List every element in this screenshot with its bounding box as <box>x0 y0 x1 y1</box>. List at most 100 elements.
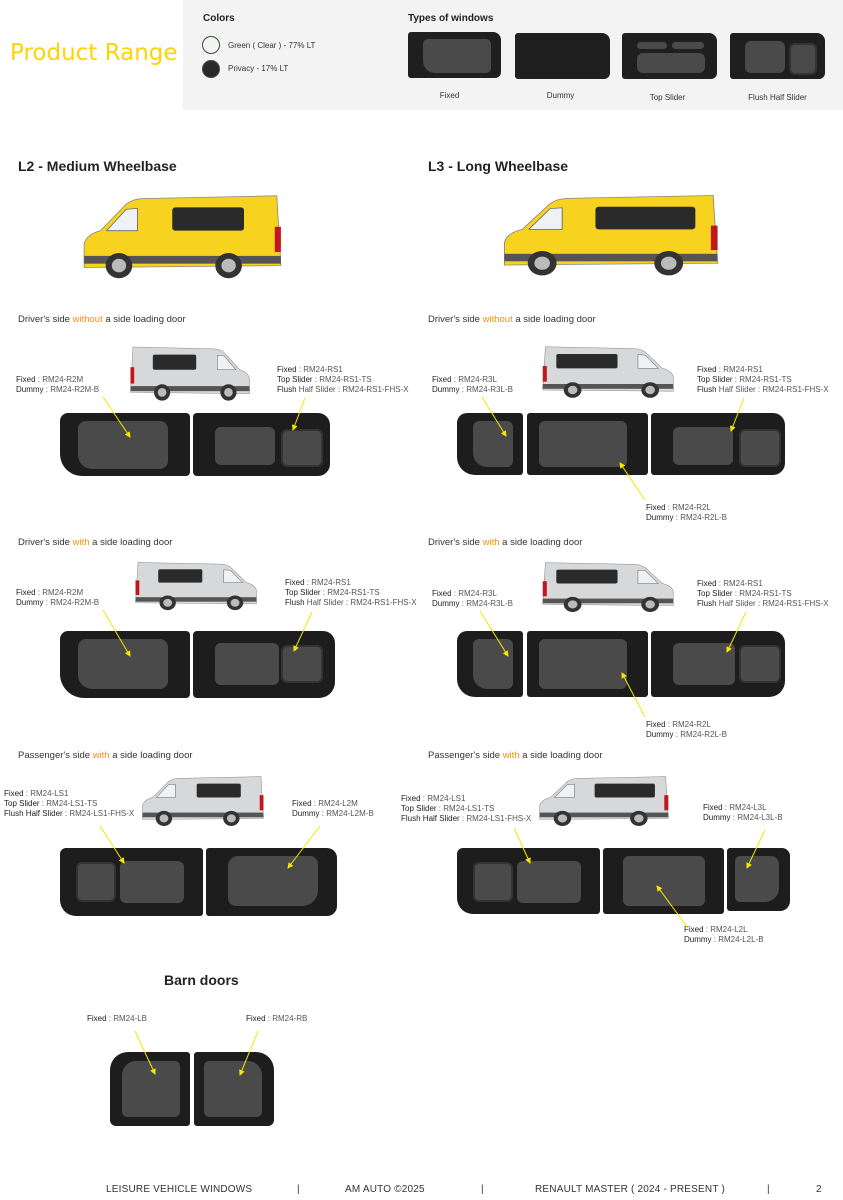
window-panel-ls1[interactable] <box>60 848 203 916</box>
window-type-label: Flush <box>697 599 717 608</box>
part-number-line: Fixed : RM24-R2L <box>646 503 727 513</box>
window-type-label: Dummy <box>684 935 712 944</box>
page-title: Product Range <box>10 40 178 66</box>
part-number: : RM24-RS1 <box>716 579 763 588</box>
part-number: Half Slider : RM24-RS1-FHS-X <box>304 598 417 607</box>
window-panel-rs1-l3-with[interactable] <box>651 631 785 697</box>
window-type-label: Top Slider <box>697 589 733 598</box>
part-number-line: Fixed : RM24-RS1 <box>697 579 829 589</box>
part-number-line: Dummy : RM24-L2L-B <box>684 935 764 945</box>
window-type-label: Fixed <box>246 1014 266 1023</box>
window-type-label: Fixed <box>646 503 666 512</box>
part-number-line: Fixed : RM24-R2L <box>646 720 727 730</box>
window-panel-r3l-with[interactable] <box>457 631 523 697</box>
type-label-top-slider: Top Slider <box>649 93 686 102</box>
window-panel-ls1-l3[interactable] <box>457 848 600 914</box>
part-number-line: Dummy : RM24-R2L-B <box>646 730 727 740</box>
window-type-label: Dummy <box>703 813 731 822</box>
types-heading: Types of windows <box>408 13 494 24</box>
part-number-line: Dummy : RM24-R3L-B <box>432 385 513 395</box>
window-type-label: Dummy <box>432 385 460 394</box>
barn-left-labels: Fixed : RM24-LB <box>87 1014 147 1024</box>
window-panel-r2l-with[interactable] <box>527 631 648 697</box>
window-type-label: Top Slider <box>277 375 313 384</box>
part-number: : RM24-RS1-TS <box>312 375 372 384</box>
window-type-label: Flush Half Slider <box>401 814 460 823</box>
window-type-label: Flush <box>285 598 305 607</box>
window-panel-l2m[interactable] <box>206 848 337 916</box>
part-number-line: Dummy : RM24-L3L-B <box>703 813 783 823</box>
part-number: Half Slider : RM24-RS1-FHS-X <box>296 385 409 394</box>
part-number: : RM24-L2L-B <box>711 935 764 944</box>
type-label-dummy: Dummy <box>546 91 575 100</box>
part-number: : RM24-LB <box>106 1014 148 1023</box>
window-type-label: Top Slider <box>697 375 733 384</box>
part-number: : RM24-LS1-FHS-X <box>62 809 135 818</box>
part-number-line: Top Slider : RM24-RS1-TS <box>277 375 409 385</box>
window-type-label: Flush <box>697 385 717 394</box>
window-type-label: Fixed <box>697 365 717 374</box>
l2-passenger-heading: Passenger's side with a side loading doo… <box>18 750 193 761</box>
window-type-label: Fixed <box>432 589 452 598</box>
part-number-line: Flush Half Slider : RM24-RS1-FHS-X <box>697 599 829 609</box>
dummy-window-icon <box>515 33 610 79</box>
part-number-line: Fixed : RM24-L2M <box>292 799 374 809</box>
part-number-line: Dummy : RM24-R2M-B <box>16 598 99 608</box>
window-panel-r3l[interactable] <box>457 413 523 475</box>
window-panel-r2m[interactable] <box>60 413 190 476</box>
part-number-line: Fixed : RM24-RS1 <box>697 365 829 375</box>
l2-driver-without-heading: Driver's side without a side loading doo… <box>18 314 186 325</box>
l2-passenger-van <box>140 772 266 830</box>
window-panel-rs1-with[interactable] <box>193 631 335 698</box>
window-panel-rs1-l3[interactable] <box>651 413 785 475</box>
privacy-label: Privacy - 17% LT <box>228 64 289 73</box>
l2-driver-with-van <box>133 558 259 614</box>
footer-series: LEISURE VEHICLE WINDOWS <box>106 1184 253 1195</box>
l3-yellow-van-illustration <box>500 188 722 282</box>
barn-doors-title: Barn doors <box>164 972 239 988</box>
l2-yellow-van-illustration <box>80 188 285 285</box>
part-number-line: Fixed : RM24-LS1 <box>401 794 531 804</box>
part-number: : RM24-LS1-FHS-X <box>459 814 532 823</box>
l2-driver-without-van <box>128 342 252 405</box>
part-number: : RM24-R2M-B <box>43 385 100 394</box>
window-type-label: Fixed <box>684 925 704 934</box>
window-type-label: Dummy <box>646 730 674 739</box>
privacy-swatch <box>202 60 220 78</box>
part-number: : RM24-R2L-B <box>673 513 727 522</box>
window-type-label: Fixed <box>16 588 36 597</box>
window-type-label: Fixed <box>16 375 36 384</box>
part-number: : RM24-R2L-B <box>673 730 727 739</box>
part-number-line: Top Slider : RM24-LS1-TS <box>401 804 531 814</box>
window-panel-lb[interactable] <box>110 1052 190 1126</box>
window-panel-rb[interactable] <box>194 1052 274 1126</box>
part-number: : RM24-R3L <box>451 589 497 598</box>
part-number-line: Fixed : RM24-L3L <box>703 803 783 813</box>
part-number-line: Flush Half Slider : RM24-LS1-FHS-X <box>401 814 531 824</box>
window-type-label: Fixed <box>87 1014 107 1023</box>
window-type-label: Fixed <box>432 375 452 384</box>
part-number: : RM24-L3L-B <box>730 813 783 822</box>
l2-driver-with-heading: Driver's side with a side loading door <box>18 537 173 548</box>
part-number-line: Flush Half Slider : RM24-LS1-FHS-X <box>4 809 134 819</box>
window-panel-r2m-with[interactable] <box>60 631 190 698</box>
part-number: : RM24-L2M <box>311 799 358 808</box>
part-number-line: Fixed : RM24-LS1 <box>4 789 134 799</box>
part-number: Half Slider : RM24-RS1-FHS-X <box>716 599 829 608</box>
window-type-label: Top Slider <box>285 588 321 597</box>
part-number: : RM24-L3L <box>722 803 767 812</box>
part-number-line: Fixed : RM24-RS1 <box>285 578 417 588</box>
window-panel-r2l[interactable] <box>527 413 648 475</box>
window-type-label: Dummy <box>16 385 44 394</box>
window-panel-rs1[interactable] <box>193 413 330 476</box>
window-panel-l3l[interactable] <box>727 848 790 911</box>
window-panel-l2l[interactable] <box>603 848 724 914</box>
